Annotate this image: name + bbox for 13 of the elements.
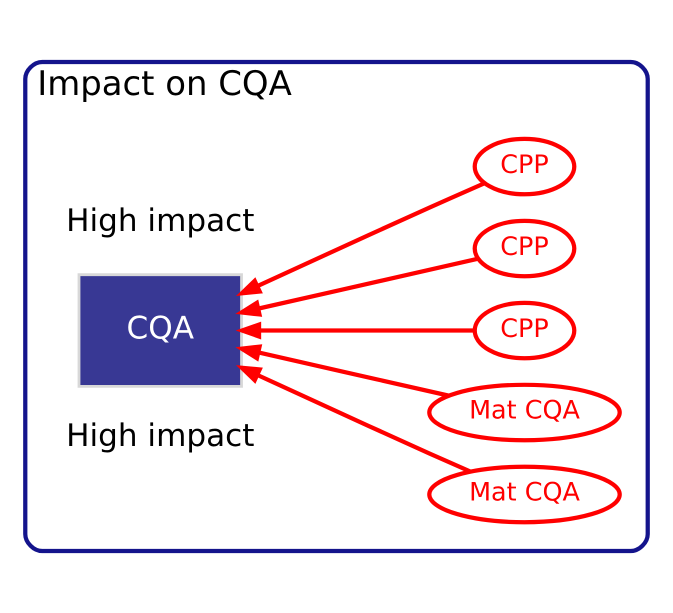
node-box: CQA <box>78 273 243 388</box>
label: High impact <box>66 203 254 240</box>
node-ellipse: Mat CQA <box>427 464 622 524</box>
node-ellipse: Mat CQA <box>427 382 622 442</box>
node-ellipse: CPP <box>472 300 576 360</box>
arrow <box>235 344 450 398</box>
arrow <box>236 322 474 340</box>
label: High impact <box>66 418 254 454</box>
arrow <box>236 181 486 296</box>
arrow <box>236 365 471 474</box>
arrow <box>235 256 478 317</box>
node-ellipse: CPP <box>472 136 576 196</box>
node-ellipse: CPP <box>472 218 576 278</box>
